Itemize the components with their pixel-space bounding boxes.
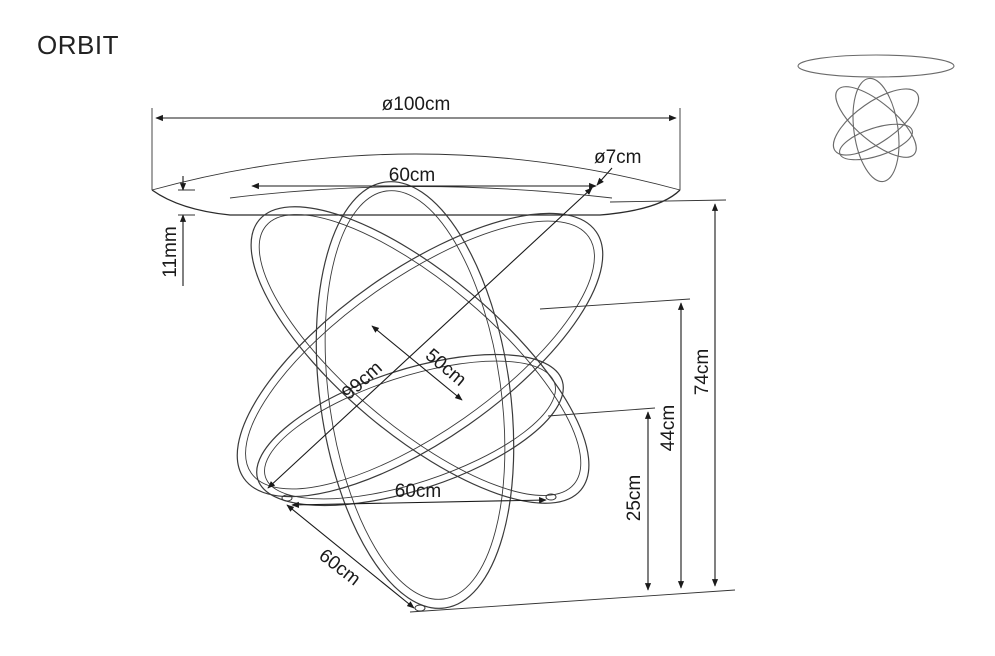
dim-ring-width-line xyxy=(371,325,463,401)
dim-top-diameter-label: ø100cm xyxy=(382,94,451,115)
dim-baseline xyxy=(409,589,736,613)
dim-base-depth-line xyxy=(286,504,415,609)
foot-front xyxy=(414,604,426,612)
dim-mid-height-label: 44cm xyxy=(658,405,679,451)
dim-ring-width-label: 50cm xyxy=(421,345,470,391)
table-drawing xyxy=(151,153,681,612)
glass-top-back-edge xyxy=(151,153,681,191)
dim-base-width-line xyxy=(291,497,547,508)
product-thumbnail xyxy=(797,54,955,183)
dim-total-height-label: 74cm xyxy=(692,349,713,395)
dim-base-depth-label: 60cm xyxy=(315,545,365,590)
product-title: ORBIT xyxy=(37,30,119,60)
glass-top-front-edge xyxy=(151,189,681,216)
orbit-frame xyxy=(236,181,604,609)
dim-inner-width-label: 60cm xyxy=(389,165,435,186)
foot-right xyxy=(545,493,557,501)
foot-left xyxy=(281,494,293,502)
thumbnail-ring-d xyxy=(839,123,913,161)
thumbnail-top xyxy=(797,54,955,78)
thumbnail-ring-c xyxy=(835,86,917,158)
thumbnail-ring-b xyxy=(832,88,920,156)
dim-glass-thickness-label: 11mm xyxy=(160,226,181,277)
thumbnail-ring-a xyxy=(852,77,900,183)
dim-tube-diameter-label: ø7cm xyxy=(594,147,642,168)
dim-base-width-label: 60cm xyxy=(395,481,441,502)
dimension-lines: ø100cm 60cm ø7cm 11mm 99cm 50cm 60cm xyxy=(151,94,736,613)
dim-tube-leader xyxy=(596,167,613,186)
dim-diagonal-label: 99cm xyxy=(338,358,387,405)
dim-low-height-label: 25cm xyxy=(624,475,645,521)
